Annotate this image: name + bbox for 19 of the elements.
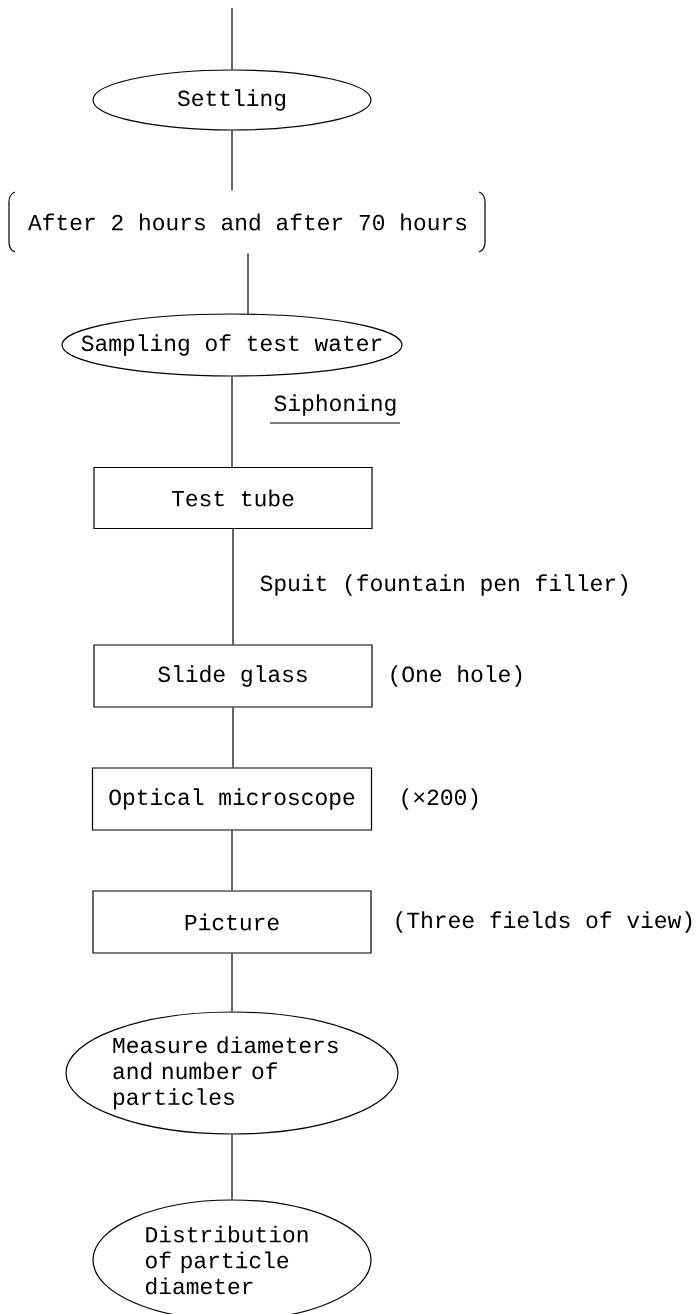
connector-line xyxy=(231,7,233,70)
process-box: Optical microscope xyxy=(91,767,373,831)
connector-line xyxy=(231,376,233,468)
edge-label: Siphoning xyxy=(272,393,399,417)
connector-line xyxy=(231,953,233,1012)
connector-line xyxy=(231,1134,233,1200)
process-box: Test tube xyxy=(93,466,373,530)
connector-line xyxy=(232,528,234,645)
annotation: (Three fields of view) xyxy=(396,911,692,933)
connector-line xyxy=(231,830,233,891)
annotation: (×200) xyxy=(402,788,478,810)
connector-line xyxy=(231,130,233,191)
annotation: (One hole) xyxy=(391,665,522,687)
connector-line xyxy=(247,253,249,314)
connector-line xyxy=(232,707,234,768)
process-box: Picture xyxy=(92,890,372,954)
bracketed-note: After 2 hours and after 70 hours xyxy=(8,191,486,253)
process-box: Slide glass xyxy=(93,644,373,708)
edge-label: Spuit (fountain pen filler) xyxy=(258,573,632,597)
